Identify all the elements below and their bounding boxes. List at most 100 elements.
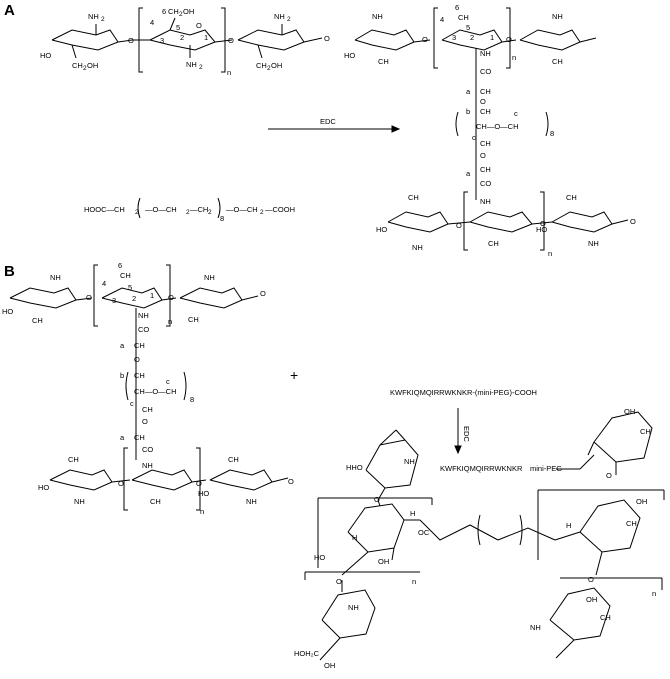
- prod-ch2-3: CH—O—CH: [476, 122, 519, 131]
- b-ho-3: HO: [198, 489, 209, 498]
- prod-nh2-4: NH: [588, 239, 599, 248]
- b-ch2-4: CH: [134, 433, 145, 442]
- prod-o-7: O: [630, 217, 636, 226]
- c3-nh2-2: NH: [348, 603, 359, 612]
- prod-a-2: a: [466, 169, 471, 178]
- peg-right: —O—CH: [226, 205, 258, 214]
- peg-sub4: 2: [260, 209, 264, 216]
- b-nh2-2: NH: [204, 273, 215, 282]
- prod-ring2: 2: [470, 33, 474, 42]
- label-ring1-a: 1: [204, 33, 208, 42]
- c3-nh-1: H: [410, 509, 415, 518]
- label-nh2-a1-sub: 2: [101, 16, 105, 23]
- b-nh2-3: NH: [74, 497, 85, 506]
- label-ring2-a: 2: [180, 33, 184, 42]
- b-ring5: 5: [128, 283, 132, 292]
- edc-label-a: EDC: [320, 117, 336, 126]
- label-oh-a2: OH: [183, 7, 194, 16]
- prod-ring1: 1: [490, 33, 494, 42]
- label-nh2-a3: NH: [274, 12, 285, 21]
- c3-oh-5: OH: [586, 595, 597, 604]
- prod-ho-2: HO: [376, 225, 387, 234]
- label-nh2-a1: NH: [88, 12, 99, 21]
- c3-h-1: H: [352, 533, 357, 542]
- c3-o-2: O: [336, 577, 342, 586]
- prod-ch2oh-5: CH: [488, 239, 499, 248]
- b-n-1: n: [168, 317, 172, 326]
- b-ring3: 3: [112, 296, 116, 305]
- c3-nh-2: H: [566, 521, 571, 530]
- peptide-conjugate-b: [304, 411, 665, 661]
- c3-o-3: O: [606, 471, 612, 480]
- prod-n-2: n: [548, 249, 552, 258]
- label-o-a4: O: [324, 34, 330, 43]
- b-ch2oh-6: CH: [228, 455, 239, 464]
- c3-ho-1: HO: [314, 553, 325, 562]
- b-nh2-1: NH: [50, 273, 61, 282]
- prod-a-1: a: [466, 87, 471, 96]
- c3-o-4: O: [588, 575, 594, 584]
- reaction-arrow-b: [454, 408, 462, 455]
- b-c-2: c: [130, 399, 134, 408]
- c3-ch2oh-1: CH: [640, 427, 651, 436]
- c3-n-2: n: [412, 577, 416, 586]
- prod-nh-1: NH: [480, 49, 491, 58]
- prod-o-6: O: [540, 219, 546, 228]
- c3-oh-4: OH: [636, 497, 647, 506]
- label-ch2oh-a1-sub: 2: [83, 65, 87, 72]
- b-co-2: CO: [142, 445, 153, 454]
- peg-repeat: 8: [220, 214, 224, 223]
- prod-c-2: c: [472, 133, 476, 142]
- b-nh2-4: NH: [246, 497, 257, 506]
- label-n-a: n: [227, 68, 231, 77]
- prod-ch2oh-6: CH: [566, 193, 577, 202]
- prod-n-1: n: [512, 53, 516, 62]
- b-ring2: 2: [132, 294, 136, 303]
- b-o-5: O: [142, 417, 148, 426]
- crosslinked-product-a: [354, 7, 629, 251]
- c3-oh-2: OH: [324, 661, 335, 670]
- label-ho-a1: HO: [40, 51, 51, 60]
- b-ch2oh-4: CH: [68, 455, 79, 464]
- mini-peg-label: mini-PEG: [530, 464, 562, 473]
- prod-b-1: b: [466, 107, 470, 116]
- prod-ch2-5: CH: [480, 165, 491, 174]
- plus-sign: +: [290, 367, 298, 383]
- c3-nh2-1: NH: [404, 457, 415, 466]
- b-ch2-2: CH: [134, 371, 145, 380]
- label-ch2oh-a2-sub: 2: [179, 11, 183, 18]
- b-b-1: b: [120, 371, 124, 380]
- b-nh-1: NH: [138, 311, 149, 320]
- prod-o-2: O: [506, 35, 512, 44]
- prod-ho-3: HO: [536, 225, 547, 234]
- label-ch2oh-a1: CH: [72, 61, 83, 70]
- b-nh-2: NH: [142, 461, 153, 470]
- label-oh-a3: OH: [271, 61, 282, 70]
- label-nh2-a2-sub: 2: [199, 64, 203, 71]
- label-ring5-a: 5: [176, 23, 180, 32]
- b-ch2oh-3: CH: [188, 315, 199, 324]
- c3-hoh2c: HOH₂C: [294, 649, 320, 658]
- b-ring1: 1: [150, 291, 154, 300]
- b-ring6: 6: [118, 261, 122, 270]
- label-ch2oh-a3: CH: [256, 61, 267, 70]
- peptide-conjugated: KWFKIQMQIRRWKNKR: [440, 464, 523, 473]
- prod-ch2oh-1: CH: [378, 57, 389, 66]
- prod-o-5: O: [456, 221, 462, 230]
- prod-nh2-1: NH: [372, 12, 383, 21]
- chitosan-reactant-a: [51, 7, 323, 73]
- b-c-1: c: [166, 377, 170, 386]
- prod-o-3: O: [480, 97, 486, 106]
- prod-o-1: O: [422, 35, 428, 44]
- reaction-arrow-a: [268, 125, 401, 133]
- label-ring6-a: 6: [162, 7, 166, 16]
- prod-nh-2: NH: [480, 197, 491, 206]
- b-o-2: O: [168, 293, 174, 302]
- b-ho-1: HO: [2, 307, 13, 316]
- b-o-7: O: [196, 479, 202, 488]
- panel-label-a: A: [4, 2, 15, 19]
- prod-ch2oh-3: CH: [552, 57, 563, 66]
- peg-diacid-a: [137, 197, 221, 219]
- prod-ch2-4: CH: [480, 139, 491, 148]
- prod-ch2-2: CH: [480, 107, 491, 116]
